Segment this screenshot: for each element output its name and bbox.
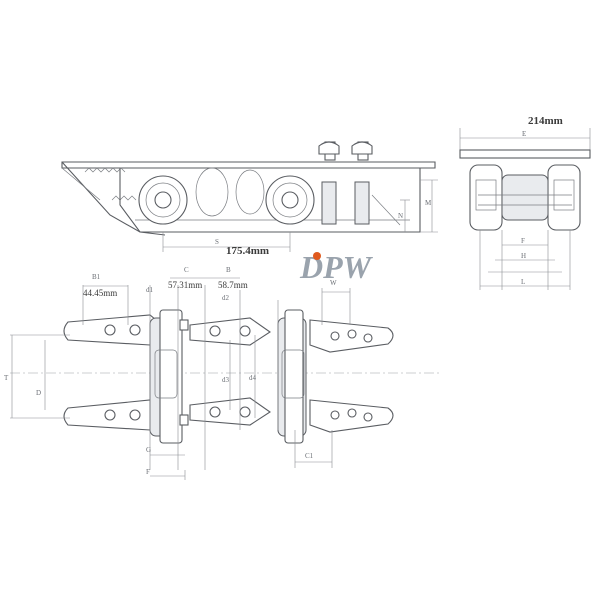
dim-n-label: N — [398, 212, 403, 220]
logo-text: DPW — [299, 249, 374, 285]
dim-m-label: M — [425, 199, 432, 207]
dim-h-label: H — [521, 252, 526, 260]
b1-dimension: 44.45mm — [83, 288, 117, 298]
dim-c-label: C — [184, 266, 189, 274]
dim-d2-label: d2 — [222, 294, 230, 302]
dim-b-label: B — [226, 266, 231, 274]
dim-d1-label: d1 — [146, 286, 154, 294]
dim-f-label: F — [521, 237, 525, 245]
dim-c1-label: C1 — [305, 452, 314, 460]
dim-e-label: E — [522, 130, 526, 138]
dim-t-label: T — [4, 374, 9, 382]
dim-d3-label: d3 — [222, 376, 230, 384]
dim-g-label: G — [146, 446, 151, 454]
dim-d-label: D — [36, 389, 41, 397]
dpw-logo: DPW — [299, 249, 374, 285]
dim-d4-label: d4 — [249, 374, 257, 382]
dim-f-bottom-label: F — [146, 468, 150, 476]
dim-s-label: S — [215, 238, 219, 246]
end-view: E 214mm F H L — [459, 115, 591, 290]
c-dimension: 57.31mm — [168, 280, 202, 290]
overall-width-dimension: 214mm — [528, 115, 563, 127]
plan-view: B1 44.45mm C B 57.31mm 58.7mm d1 d2 W C1… — [4, 266, 440, 480]
dim-b1-label: B1 — [92, 273, 101, 281]
pitch-dimension: 175.4mm — [226, 245, 269, 257]
side-view: M N S 175.4mm — [61, 141, 438, 257]
dim-w-label: W — [330, 279, 337, 287]
b-dimension: 58.7mm — [218, 280, 248, 290]
dim-l-label: L — [521, 278, 525, 286]
